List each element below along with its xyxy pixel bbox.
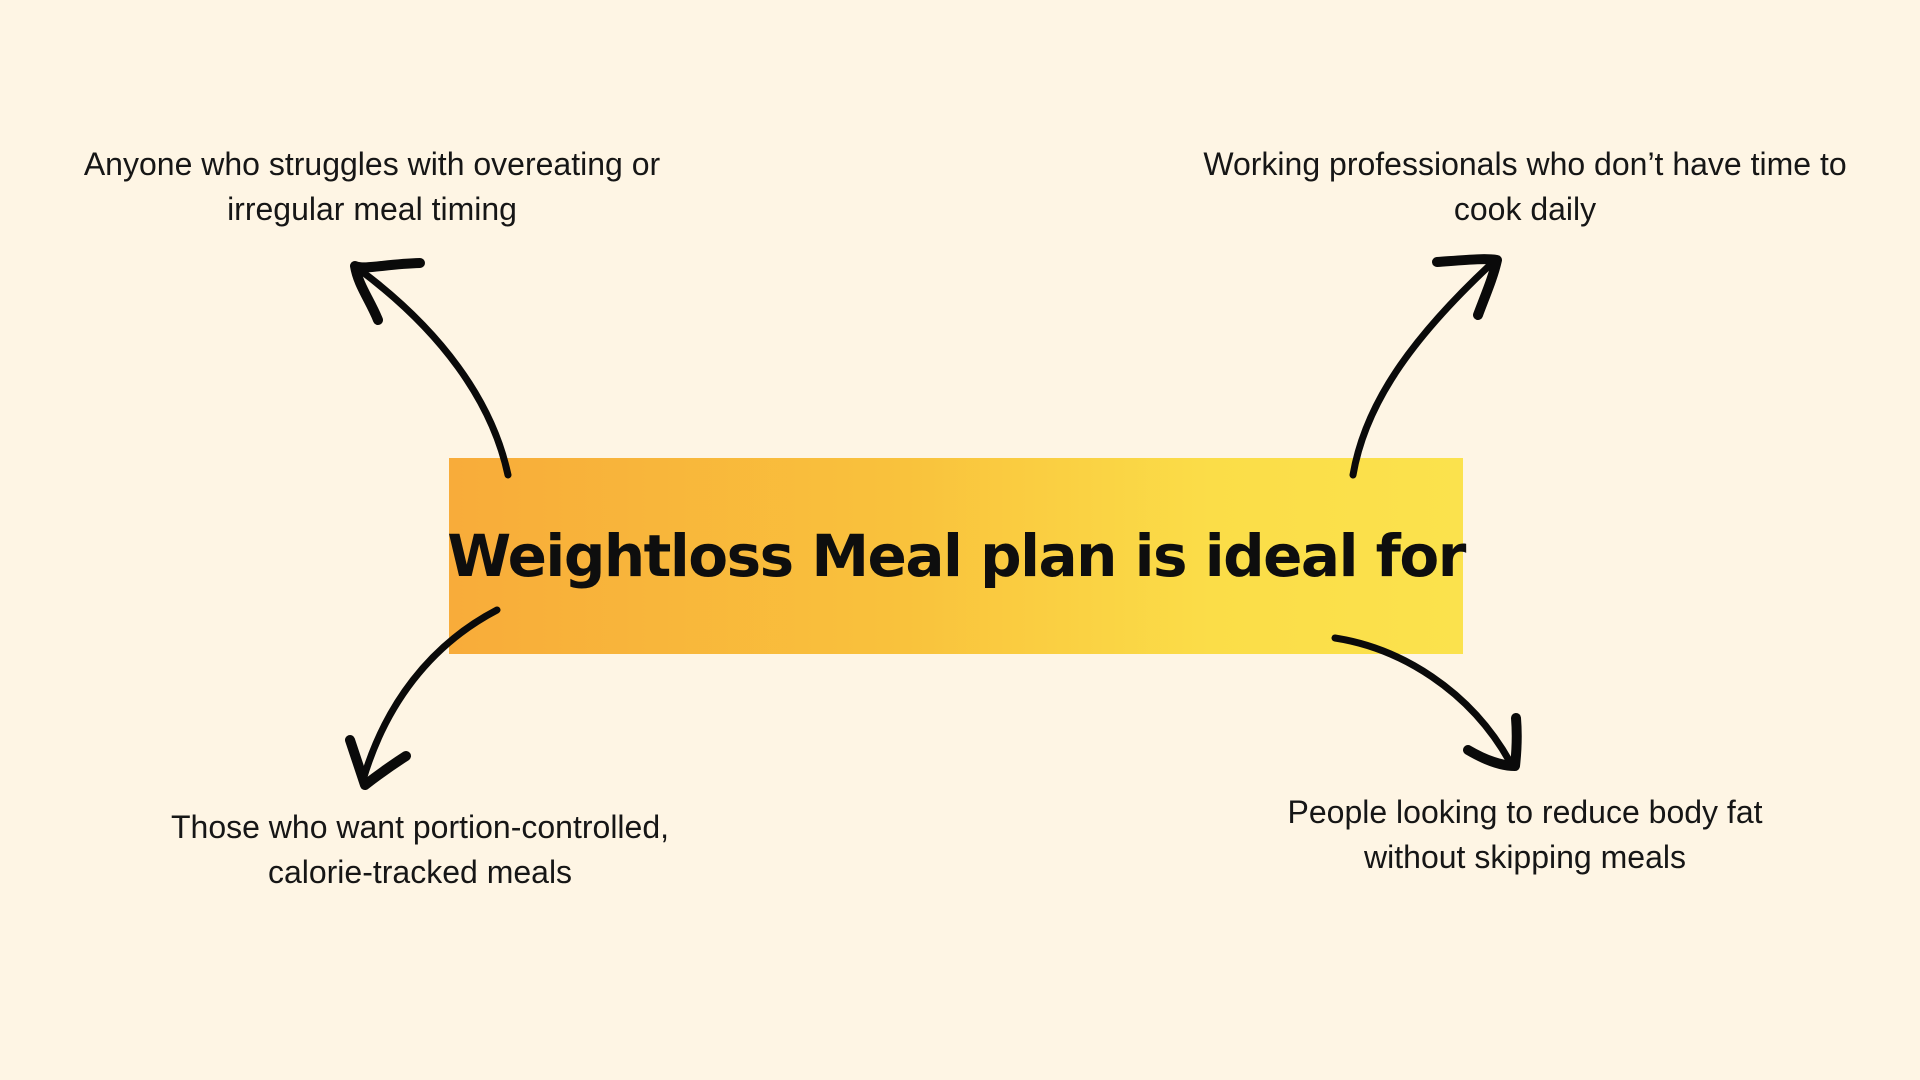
- arrow-bottom-right-icon: [1331, 634, 1522, 771]
- arrow-top-left-icon: [350, 258, 512, 479]
- title-banner: Weightloss Meal plan is ideal for: [447, 458, 1466, 654]
- arrow-top-right-icon: [1349, 254, 1502, 479]
- callout-bottom-right: People looking to reduce body fat withou…: [1287, 794, 1763, 875]
- callout-top-left: Anyone who struggles with overeating or …: [83, 146, 661, 227]
- diagram-title: Weightloss Meal plan is ideal for: [447, 522, 1466, 590]
- callout-bottom-left: Those who want portion-controlled, calor…: [170, 809, 670, 890]
- callout-top-right: Working professionals who don’t have tim…: [1203, 146, 1847, 227]
